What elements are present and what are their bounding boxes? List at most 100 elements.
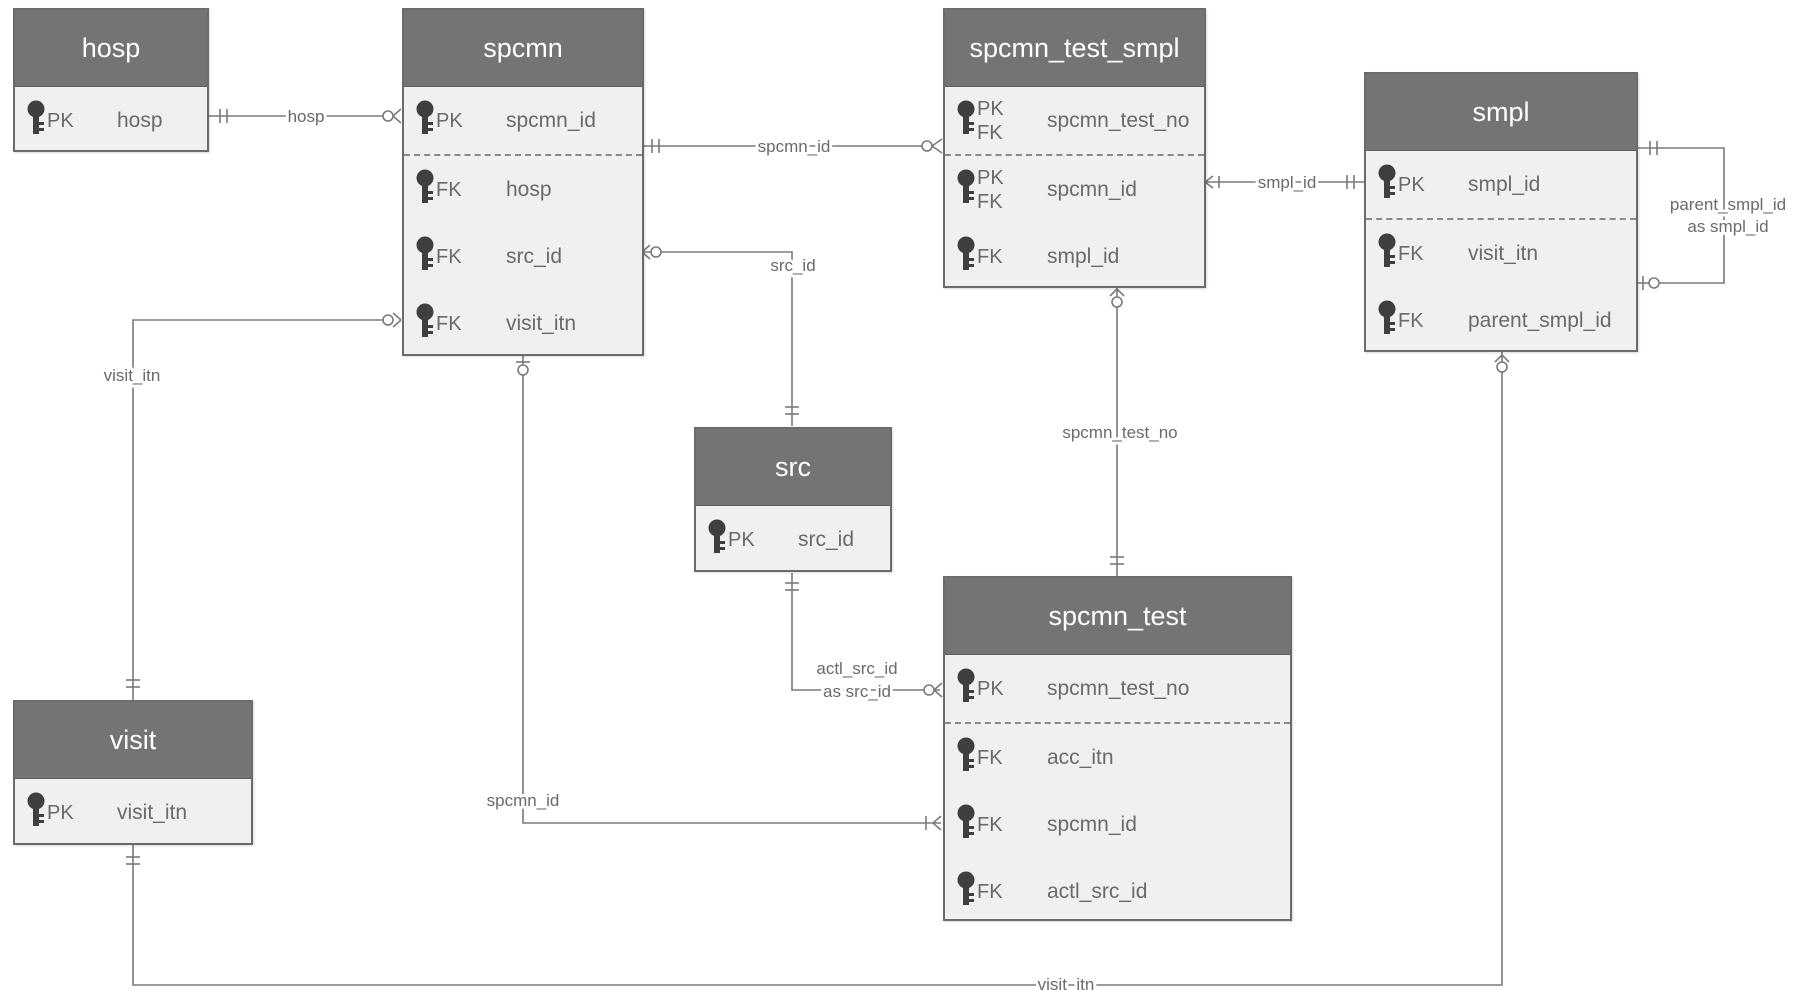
rel-label-spcmn-test-no: spcmn_test_no bbox=[1062, 423, 1177, 442]
rel-label-src-id: src_id bbox=[770, 256, 815, 275]
attribute-row[interactable]: FK hosp bbox=[404, 156, 642, 223]
rel-spcmn-test-smpl-smpl[interactable] bbox=[1204, 175, 1364, 189]
attribute-row[interactable]: PK FK spcmn_id bbox=[945, 156, 1204, 223]
rel-label-spcmn-id-2: spcmn_id bbox=[487, 791, 560, 810]
key-type: PK FK bbox=[977, 97, 1019, 145]
key-type: FK bbox=[977, 813, 1003, 836]
key-type-pk: PK bbox=[977, 97, 1004, 120]
key-type: FK bbox=[1398, 242, 1424, 265]
rel-spcmn-test-smpl-spcmn-test[interactable] bbox=[1109, 287, 1125, 576]
attribute-row[interactable]: PK spcmn_id bbox=[404, 87, 642, 156]
attribute-row[interactable]: PK src_id bbox=[696, 506, 890, 573]
rel-label-hosp: hosp bbox=[288, 107, 325, 126]
entity-src[interactable]: src PK src_id bbox=[694, 427, 892, 572]
attribute-name: hosp bbox=[117, 108, 163, 132]
foreign-key-icon bbox=[945, 236, 977, 278]
attribute-name: visit_itn bbox=[1468, 241, 1539, 265]
attribute-name: spcmn_test_no bbox=[1047, 676, 1190, 700]
attribute-row[interactable]: FK visit_itn bbox=[1366, 220, 1636, 287]
attribute-name: spcmn_test_no bbox=[1047, 108, 1190, 132]
attribute-row[interactable]: PK visit_itn bbox=[15, 779, 251, 846]
entity-visit[interactable]: visit PK visit_itn bbox=[13, 700, 253, 845]
primary-key-icon bbox=[15, 100, 47, 142]
key-type: PK bbox=[436, 109, 463, 132]
foreign-key-icon bbox=[1366, 233, 1398, 275]
attribute-name: visit_itn bbox=[506, 311, 577, 335]
key-type: PK bbox=[47, 801, 74, 824]
key-type: PK FK bbox=[977, 166, 1019, 214]
rel-hosp-spcmn[interactable] bbox=[208, 108, 402, 124]
attribute-row[interactable]: FK visit_itn bbox=[404, 290, 642, 357]
entity-title: spcmn_test_smpl bbox=[945, 10, 1204, 87]
attribute-row[interactable]: FK actl_src_id bbox=[945, 858, 1290, 925]
primary-key-icon bbox=[404, 100, 436, 142]
rel-spcmn-visit[interactable] bbox=[126, 312, 402, 700]
key-type: PK bbox=[1398, 173, 1425, 196]
foreign-key-icon bbox=[404, 303, 436, 345]
key-type: FK bbox=[1398, 309, 1424, 332]
key-type-fk: FK bbox=[977, 190, 1003, 213]
attribute-row[interactable]: FK smpl_id bbox=[945, 223, 1204, 290]
attribute-name: spcmn_id bbox=[506, 108, 596, 132]
entity-smpl[interactable]: smpl PK smpl_id FK visit_itn FK parent_s… bbox=[1364, 72, 1638, 352]
rel-label-visit-itn-2: visit_itn bbox=[1038, 975, 1095, 990]
key-type: FK bbox=[436, 178, 462, 201]
rel-label-actl-src-id: actl_src_id bbox=[816, 659, 897, 678]
foreign-key-icon bbox=[1366, 300, 1398, 342]
key-type: FK bbox=[977, 245, 1003, 268]
foreign-key-icon bbox=[945, 737, 977, 779]
rel-spcmn-spcmn-test-smpl[interactable] bbox=[641, 138, 943, 154]
rel-label-visit-itn: visit_itn bbox=[104, 366, 161, 385]
rel-src-spcmn-test[interactable] bbox=[785, 573, 943, 698]
attribute-name: src_id bbox=[798, 527, 855, 551]
rel-label-as-src-id: as src_id bbox=[823, 682, 891, 701]
attribute-row[interactable]: FK spcmn_id bbox=[945, 791, 1290, 858]
attribute-row[interactable]: FK src_id bbox=[404, 223, 642, 290]
key-type: FK bbox=[977, 746, 1003, 769]
rel-label-spcmn-id: spcmn_id bbox=[758, 137, 831, 156]
attribute-name: spcmn_id bbox=[1047, 177, 1137, 201]
foreign-key-icon bbox=[404, 236, 436, 278]
rel-smpl-parent[interactable] bbox=[1637, 141, 1725, 290]
foreign-key-icon bbox=[945, 871, 977, 913]
attribute-row[interactable]: PK smpl_id bbox=[1366, 151, 1636, 220]
attribute-name: smpl_id bbox=[1468, 172, 1541, 196]
attribute-row[interactable]: PK FK spcmn_test_no bbox=[945, 87, 1204, 156]
attribute-name: actl_src_id bbox=[1047, 879, 1148, 903]
attribute-name: src_id bbox=[506, 244, 563, 268]
attribute-name: spcmn_id bbox=[1047, 812, 1137, 836]
primary-key-icon bbox=[945, 169, 977, 211]
key-type: FK bbox=[977, 880, 1003, 903]
entity-spcmn[interactable]: spcmn PK spcmn_id FK hosp FK src_id FK v… bbox=[402, 8, 644, 356]
key-type-pk: PK bbox=[977, 166, 1004, 189]
key-type: PK bbox=[728, 528, 755, 551]
attribute-row[interactable]: FK acc_itn bbox=[945, 724, 1290, 791]
attribute-name: parent_smpl_id bbox=[1468, 308, 1612, 332]
rel-visit-smpl[interactable] bbox=[126, 351, 1510, 986]
key-type: PK bbox=[47, 109, 74, 132]
rel-label-smpl-id: smpl_id bbox=[1258, 173, 1317, 192]
entity-hosp[interactable]: hosp PK hosp bbox=[13, 8, 209, 152]
primary-key-icon bbox=[945, 100, 977, 142]
rel-label-parent-smpl-id: parent_smpl_id bbox=[1670, 195, 1786, 214]
entity-title: visit bbox=[15, 702, 251, 779]
entity-spcmn-test-smpl[interactable]: spcmn_test_smpl PK FK spcmn_test_no PK F… bbox=[943, 8, 1206, 288]
attribute-name: hosp bbox=[506, 177, 552, 201]
entity-title: hosp bbox=[15, 10, 207, 87]
key-type: FK bbox=[436, 312, 462, 335]
rel-spcmn-spcmn-test[interactable] bbox=[516, 356, 942, 831]
attribute-row[interactable]: FK parent_smpl_id bbox=[1366, 287, 1636, 354]
entity-spcmn-test[interactable]: spcmn_test PK spcmn_test_no FK acc_itn F… bbox=[943, 576, 1292, 921]
entity-title: spcmn_test bbox=[945, 578, 1290, 655]
attribute-name: visit_itn bbox=[117, 800, 188, 824]
key-type-fk: FK bbox=[977, 121, 1003, 144]
entity-title: smpl bbox=[1366, 74, 1636, 151]
primary-key-icon bbox=[945, 668, 977, 710]
key-type: FK bbox=[436, 245, 462, 268]
primary-key-icon bbox=[15, 792, 47, 834]
attribute-row[interactable]: PK spcmn_test_no bbox=[945, 655, 1290, 724]
attribute-row[interactable]: PK hosp bbox=[15, 87, 207, 154]
rel-label-as-smpl-id: as smpl_id bbox=[1687, 217, 1768, 236]
primary-key-icon bbox=[696, 519, 728, 561]
